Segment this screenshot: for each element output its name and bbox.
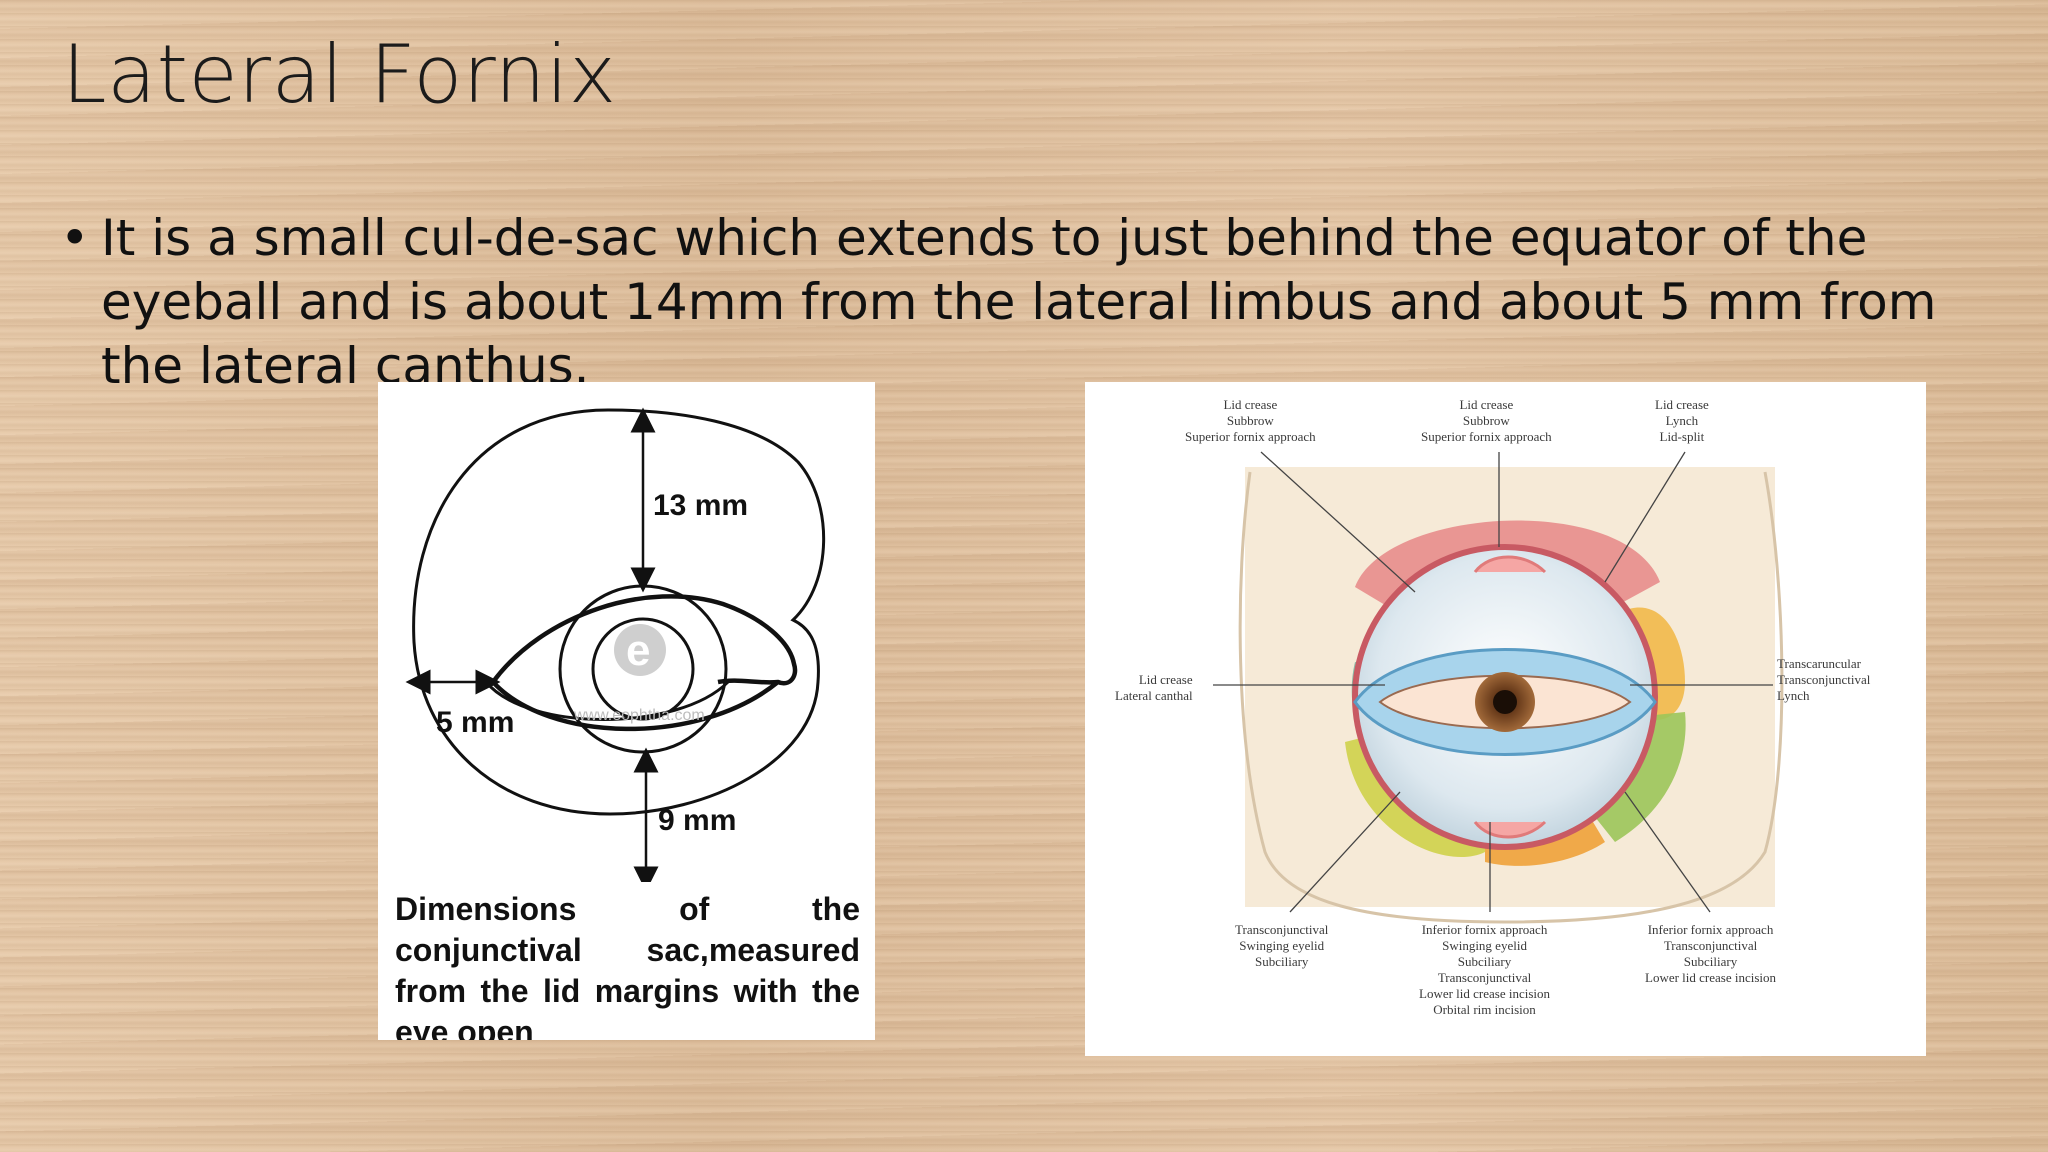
sac-outline	[412, 408, 826, 816]
watermark-logo	[614, 624, 666, 676]
bullet-point: • It is a small cul-de-sac which extends…	[60, 206, 2020, 398]
bullet-marker: •	[60, 209, 90, 267]
dim-label-lateral: 5 mm	[436, 706, 514, 739]
bullet-text: It is a small cul-de-sac which extends t…	[101, 209, 1937, 395]
sac-lower-curve	[484, 680, 730, 721]
conjunctival-sac-figure: e www.eophtha.com 13 mm 5 mm 9 mm Dimens…	[378, 382, 875, 1040]
upper-fornix-incision	[1473, 555, 1547, 574]
orbit-illustration	[1213, 451, 1784, 924]
watermark-letter: e	[626, 626, 650, 675]
pupil	[1493, 690, 1517, 714]
slide-title: Lateral Fornix	[62, 28, 617, 121]
skull-outline	[1238, 471, 1784, 924]
lower-fornix-incision	[1473, 820, 1547, 839]
pupil-circle	[591, 617, 695, 721]
watermark-url: www.eophtha.com	[573, 707, 705, 724]
dim-label-bottom: 9 mm	[658, 804, 736, 837]
conjunctival-sac-diagram: e www.eophtha.com 13 mm 5 mm 9 mm	[405, 407, 826, 892]
figure-caption: Dimensions of the conjunctival sac,measu…	[395, 891, 860, 1040]
leader-lines	[1213, 451, 1773, 913]
eye-lower-lid	[491, 680, 780, 732]
dim-label-top: 13 mm	[653, 489, 748, 522]
